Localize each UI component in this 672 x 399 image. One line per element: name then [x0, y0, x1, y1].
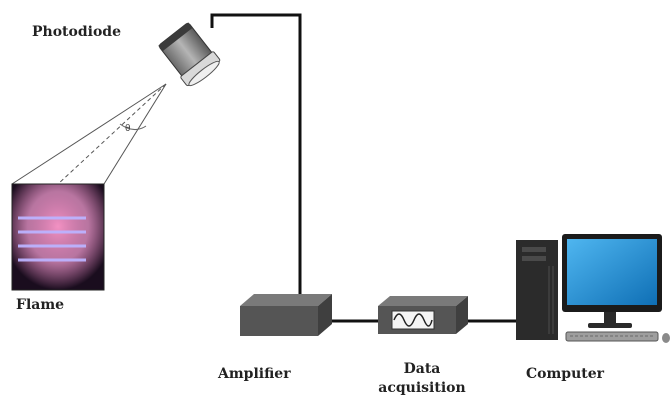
flame-label: Flame: [16, 297, 65, 313]
computer-mouse: [662, 333, 670, 343]
data-acquisition-label-line2: acquisition: [378, 380, 466, 396]
photodiode-label: Photodiode: [32, 24, 121, 40]
data-acquisition-label-line1: Data: [403, 361, 441, 377]
amplifier-label: Amplifier: [218, 366, 291, 382]
computer: [516, 234, 670, 343]
computer-label: Computer: [526, 366, 605, 382]
flame-image: [11, 183, 105, 291]
computer-monitor: [562, 234, 662, 328]
amplifier-box: [240, 294, 332, 336]
view-angle-symbol: θ: [125, 124, 131, 134]
data-acquisition-label: Data acquisition: [372, 360, 472, 398]
field-of-view-lines: [11, 83, 167, 185]
data-acquisition-box: [378, 296, 468, 334]
signal-cable-photodiode-amplifier: [210, 13, 302, 296]
computer-keyboard: [565, 331, 659, 342]
computer-tower: [516, 240, 558, 340]
photodiode: [158, 22, 221, 87]
